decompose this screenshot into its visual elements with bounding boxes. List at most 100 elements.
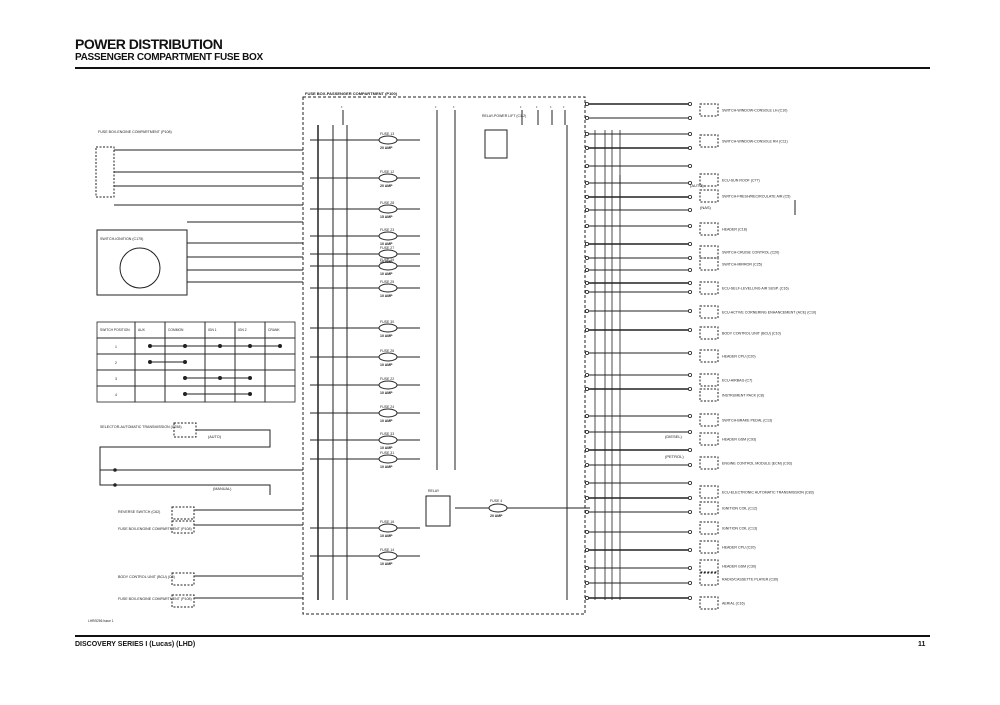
fuse-name: FUSE 27 xyxy=(380,246,394,250)
header-rule xyxy=(75,67,930,69)
fuse-name: FUSE 30 xyxy=(380,320,394,324)
component-label: SWITCH-MIRROR (C25) xyxy=(722,263,762,267)
connector-pin xyxy=(585,255,590,260)
fuse-symbol xyxy=(378,173,398,183)
fuse-name: FUSE 12 xyxy=(380,170,394,174)
feed-marker: • xyxy=(435,104,437,109)
ignition-switch-label: SWITCH-IGNITION (C175) xyxy=(100,237,143,241)
component-connector xyxy=(699,349,719,363)
connector-pin xyxy=(688,255,693,260)
connector-pin xyxy=(688,223,693,228)
connector-pin xyxy=(688,372,693,377)
component-connector xyxy=(699,413,719,427)
fuse-symbol xyxy=(378,352,398,362)
engine-fuse-box-label-3: FUSE BOX-ENGINE COMPARTMENT (P108) xyxy=(118,597,192,601)
ignition-switch-symbol xyxy=(119,247,161,289)
connector-pin xyxy=(585,207,590,212)
connector-pin xyxy=(688,509,693,514)
table-connection-dot xyxy=(183,376,187,380)
component-connector xyxy=(699,189,719,203)
fuse-name: FUSE 31 xyxy=(380,451,394,455)
connector-pin xyxy=(585,447,590,452)
connector-pin xyxy=(585,289,590,294)
fuse-rating: 10 AMP xyxy=(380,465,393,469)
connector-pin xyxy=(585,530,590,535)
connector-pin xyxy=(688,131,693,136)
component-label: ECU-ACTIVE CORNERING ENHANCEMENT (ACE) (… xyxy=(722,311,816,315)
connector-pin xyxy=(585,462,590,467)
connector-pin xyxy=(585,495,590,500)
fuse-symbol xyxy=(378,261,398,271)
fuse-name: FUSE 13 xyxy=(380,132,394,136)
fuse-name: FUSE 25 xyxy=(380,280,394,284)
table-connection-dot xyxy=(183,344,187,348)
component-label: HEADER GSM (C93) xyxy=(722,438,756,442)
table-connection-dot xyxy=(248,344,252,348)
connector-pin xyxy=(688,596,693,601)
connector-pin xyxy=(585,581,590,586)
relay-lower xyxy=(425,495,451,527)
fuse-symbol xyxy=(488,503,508,513)
table-connection-dot xyxy=(148,360,152,364)
page-subtitle: PASSENGER COMPARTMENT FUSE BOX xyxy=(75,52,263,63)
connector-pin xyxy=(585,596,590,601)
connector-pin xyxy=(688,462,693,467)
junction-dot xyxy=(113,468,117,472)
component-connector xyxy=(699,596,719,610)
connector-pin xyxy=(585,145,590,150)
fuse-rating: 20 AMP xyxy=(380,146,393,150)
note-auto: (AUTO) xyxy=(690,183,704,188)
fuse-rating: 10 AMP xyxy=(380,272,393,276)
connector-pin xyxy=(688,350,693,355)
table-connection-dot xyxy=(183,360,187,364)
connector-pin xyxy=(688,548,693,553)
table-cell xyxy=(264,369,296,387)
component-label: INSTRUMENT PACK (C8) xyxy=(722,394,764,398)
component-label: SWITCH-FRESH/RECIRCULATE AIR (C5) xyxy=(722,195,790,199)
component-label: IGNITION COIL (C13) xyxy=(722,527,757,531)
footer-model: DISCOVERY SERIES I (Lucas) (LHD) xyxy=(75,641,196,648)
connector-pin xyxy=(585,116,590,121)
component-connector xyxy=(699,326,719,340)
connector-pin xyxy=(688,386,693,391)
component-label: HEADER GSM (C30) xyxy=(722,565,756,569)
component-label: SWITCH-BRAKE PEDAL (C13) xyxy=(722,419,772,423)
feed-marker: • xyxy=(563,104,565,109)
component-label: SWITCH-WINDOW-CONSOLE RH (C11) xyxy=(722,140,788,144)
component-connector xyxy=(699,388,719,402)
table-connection-dot xyxy=(148,344,152,348)
feed-marker: • xyxy=(453,104,455,109)
component-label: ECU-ELECTRONIC AUTOMATIC TRANSMISSION (C… xyxy=(722,491,814,495)
connector-pin xyxy=(585,548,590,553)
table-cell xyxy=(234,353,266,371)
connector-pin xyxy=(688,581,693,586)
fuse-name: FUSE 26 xyxy=(380,349,394,353)
fuse-rating: 10 AMP xyxy=(380,334,393,338)
table-connection-dot xyxy=(218,376,222,380)
table-row-label: 4 xyxy=(115,393,117,397)
fuse-name: FUSE 24 xyxy=(380,405,394,409)
junction-dot xyxy=(113,483,117,487)
fuse-symbol xyxy=(378,380,398,390)
connector-pin xyxy=(688,480,693,485)
fuse-layer xyxy=(378,129,508,561)
feed-marker: • xyxy=(520,104,522,109)
connector-pin xyxy=(688,163,693,168)
connector-pin xyxy=(585,102,590,107)
fuse-rating: 10 AMP xyxy=(380,294,393,298)
connector-pin xyxy=(688,447,693,452)
fuse-symbol xyxy=(378,231,398,241)
ignition-position-table xyxy=(96,321,296,403)
component-connector xyxy=(699,485,719,499)
fuse-name: FUSE 16 xyxy=(380,520,394,524)
component-label: SWITCH-CRUISE CONTROL (C20) xyxy=(722,251,779,255)
connector-pin xyxy=(688,289,693,294)
fuse-symbol xyxy=(378,454,398,464)
footer-rule xyxy=(75,635,930,637)
wire-layer xyxy=(95,96,796,615)
engine-fuse-box-3-connector xyxy=(171,594,195,608)
engine-fuse-box xyxy=(95,146,115,198)
note-diesel: (DIESEL) xyxy=(665,434,683,439)
fuse-name: FUSE 14 xyxy=(380,548,394,552)
table-cell xyxy=(134,385,166,403)
